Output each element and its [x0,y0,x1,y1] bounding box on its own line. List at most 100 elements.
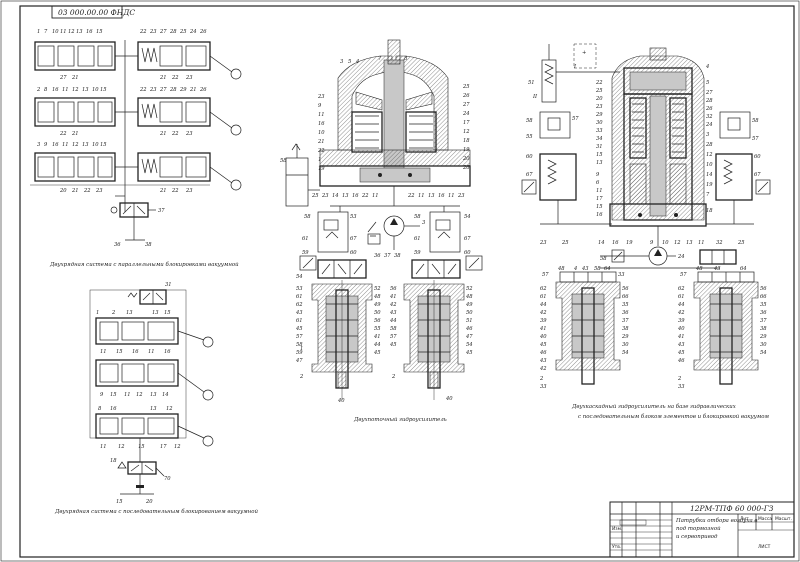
svg-text:58: 58 [600,256,607,262]
svg-text:15: 15 [138,444,145,450]
svg-text:13: 13 [596,160,603,166]
svg-text:18: 18 [110,458,117,464]
svg-text:21: 21 [159,75,167,81]
svg-text:16: 16 [164,349,171,355]
svg-text:11: 11 [62,87,69,93]
svg-text:43: 43 [295,310,303,316]
doc-code: 03 000.00.00 ФНДС [58,8,135,17]
svg-text:15: 15 [596,152,603,158]
svg-text:54: 54 [296,274,303,280]
svg-text:37: 37 [158,208,165,214]
svg-text:33: 33 [678,384,685,390]
stamp-sheet-label: ЛИСТ [758,544,771,550]
stamp-title-line3: и сервопривод [676,534,718,540]
svg-text:32: 32 [716,240,723,246]
svg-text:12: 12 [118,444,125,450]
svg-text:1: 1 [300,346,303,352]
svg-text:23: 23 [185,131,193,137]
svg-text:35: 35 [760,302,767,308]
svg-text:16: 16 [110,406,117,412]
svg-text:35: 35 [622,302,629,308]
svg-text:57: 57 [390,334,397,340]
svg-text:58: 58 [414,214,421,220]
svg-text:42: 42 [677,310,685,316]
svg-text:33: 33 [596,128,603,134]
svg-text:48: 48 [465,294,473,300]
svg-text:28: 28 [169,29,177,35]
svg-text:23: 23 [185,188,193,194]
svg-text:I: I [573,64,577,70]
svg-text:13: 13 [82,142,89,148]
svg-text:45: 45 [465,350,473,356]
svg-text:61: 61 [678,294,685,300]
svg-text:15: 15 [100,142,107,148]
svg-text:11: 11 [62,142,69,148]
svg-text:4: 4 [573,266,577,272]
stamp-code: 12РМ-ТПФ 60 000-ГЗ [690,504,774,513]
svg-text:20: 20 [59,188,67,194]
svg-text:23: 23 [185,75,193,81]
svg-text:27: 27 [59,75,67,81]
svg-text:70: 70 [164,476,171,482]
svg-text:17: 17 [596,196,603,202]
svg-text:43: 43 [581,266,589,272]
svg-text:Лит.: Лит. [740,516,750,522]
svg-text:16: 16 [612,240,619,246]
svg-text:57: 57 [296,334,303,340]
svg-text:61: 61 [414,236,421,242]
svg-text:64: 64 [604,266,611,272]
svg-text:37: 37 [622,318,629,324]
svg-text:33: 33 [618,272,625,278]
svg-text:53: 53 [296,286,303,292]
svg-text:22: 22 [361,193,369,199]
svg-text:23: 23 [317,94,325,100]
svg-text:19: 19 [626,240,633,246]
svg-text:56: 56 [760,286,767,292]
svg-text:1: 1 [96,310,99,316]
svg-text:Изм.: Изм. [612,526,622,532]
svg-text:59: 59 [414,250,421,256]
svg-text:58: 58 [594,266,601,272]
svg-text:60: 60 [526,154,533,160]
svg-text:26: 26 [705,106,713,112]
svg-text:64: 64 [740,266,747,272]
svg-text:44: 44 [677,302,685,308]
svg-text:22: 22 [171,188,179,194]
svg-text:22: 22 [595,80,603,86]
svg-text:3: 3 [37,142,41,148]
svg-text:7: 7 [378,56,382,62]
svg-text:43: 43 [713,266,721,272]
svg-text:15: 15 [596,204,603,210]
title-block: Изм. Утв. Лит. Масса Масшт. 12РМ-ТПФ 60 … [609,501,795,558]
svg-text:13: 13 [150,406,157,412]
svg-text:23: 23 [95,188,103,194]
svg-text:58: 58 [390,326,397,332]
svg-text:9: 9 [318,103,322,109]
svg-text:28: 28 [705,142,713,148]
svg-text:26: 26 [199,29,207,35]
svg-text:12: 12 [166,406,173,412]
svg-text:25: 25 [561,240,569,246]
svg-text:25: 25 [737,240,745,246]
svg-text:15: 15 [116,349,123,355]
svg-text:2: 2 [111,310,115,316]
svg-text:44: 44 [389,318,397,324]
svg-text:45: 45 [539,342,547,348]
svg-text:19: 19 [318,166,325,172]
svg-text:11: 11 [318,112,325,118]
svg-text:58: 58 [752,118,759,124]
svg-text:67: 67 [526,172,533,178]
svg-text:2: 2 [539,376,543,382]
svg-text:16: 16 [52,87,59,93]
svg-text:46: 46 [539,350,547,356]
